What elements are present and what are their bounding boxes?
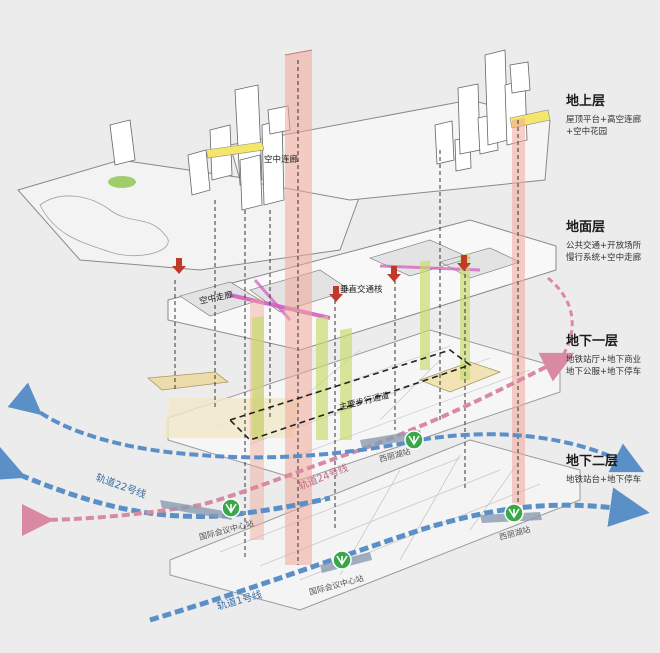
annotation-vertical-hub: 垂直交通核: [340, 284, 383, 295]
annotation-sky-bridge: 空中连廊: [264, 154, 299, 165]
layer-title: 地下一层: [566, 334, 619, 349]
layer-desc-line: 屋顶平台+高空连廊: [566, 115, 642, 125]
legend-layer-b1: 地下一层 地铁站厅+地下商业 地下公服+地下停车: [566, 334, 658, 378]
metro-icon-left: [221, 498, 241, 518]
legend-layer-roof: 地上层 屋顶平台+高空连廊 +空中花园: [566, 94, 658, 138]
rail-line-top-path: [7, 382, 645, 473]
rail-line-22-path: [0, 443, 331, 519]
metro-icon-right: [504, 503, 524, 523]
metro-icon-bottom: [332, 550, 352, 570]
layer-title: 地下二层: [566, 454, 619, 469]
legend-layer-ground: 地面层 公共交通+开放场所 慢行系统+空中走廊: [566, 220, 658, 264]
metro-icon-top: [404, 430, 424, 450]
layer-desc-line: 慢行系统+空中走廊: [566, 253, 642, 263]
layer-desc-line: 地铁站台+地下停车: [566, 475, 642, 485]
layer-desc-line: 地铁站厅+地下商业: [566, 355, 642, 365]
rail-line-24-curve: [547, 276, 574, 361]
towers-right: [434, 49, 531, 172]
vertical-arrows: [172, 255, 471, 302]
layer-title: 地上层: [566, 94, 606, 109]
layer-desc-line: 公共交通+开放场所: [566, 241, 642, 251]
sky-bridge-left: [205, 141, 265, 159]
layer-desc-line: +空中花园: [566, 127, 608, 137]
layer-desc-line: 地下公服+地下停车: [566, 367, 642, 377]
legend-layer-b2: 地下二层 地铁站台+地下停车: [566, 454, 658, 486]
layer-title: 地面层: [566, 220, 606, 235]
label-line-22: 轨道22号线: [94, 471, 148, 501]
rail-line-1-path: [149, 487, 650, 623]
